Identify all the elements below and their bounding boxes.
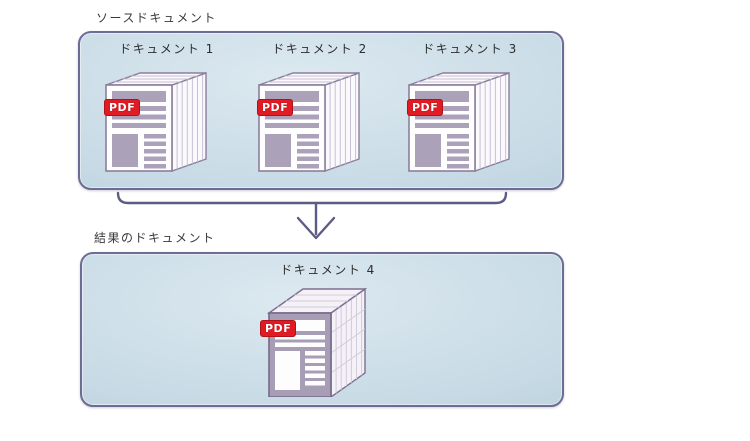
- source-document-3: ドキュメント 3 PDF: [405, 41, 521, 173]
- document-4-label: ドキュメント 4: [280, 263, 376, 277]
- result-document-panel: ドキュメント 4 PDF: [80, 252, 564, 407]
- pdf-badge: PDF: [257, 99, 294, 116]
- merge-arrow-icon: [116, 191, 508, 240]
- document-2-label: ドキュメント 2: [272, 42, 368, 56]
- pdf-badge: PDF: [407, 99, 444, 116]
- document-stack-icon: [105, 72, 207, 172]
- source-section-label: ソースドキュメント: [96, 11, 217, 25]
- source-document-1: ドキュメント 1 PDF: [102, 41, 218, 173]
- source-documents-panel: ドキュメント 1 PDF ドキュメント 2 PDF ドキュメント 3 PDF: [78, 31, 564, 190]
- pdf-badge: PDF: [104, 99, 141, 116]
- result-section-label: 結果のドキュメント: [94, 231, 216, 245]
- document-stack-icon: [268, 288, 366, 397]
- document-1-label: ドキュメント 1: [119, 42, 215, 56]
- source-document-2: ドキュメント 2 PDF: [255, 41, 371, 173]
- pdf-badge: PDF: [260, 320, 297, 337]
- document-3-label: ドキュメント 3: [422, 42, 518, 56]
- document-stack-icon: [408, 72, 510, 172]
- document-stack-icon: [258, 72, 360, 172]
- result-document-4: ドキュメント 4 PDF: [260, 262, 379, 397]
